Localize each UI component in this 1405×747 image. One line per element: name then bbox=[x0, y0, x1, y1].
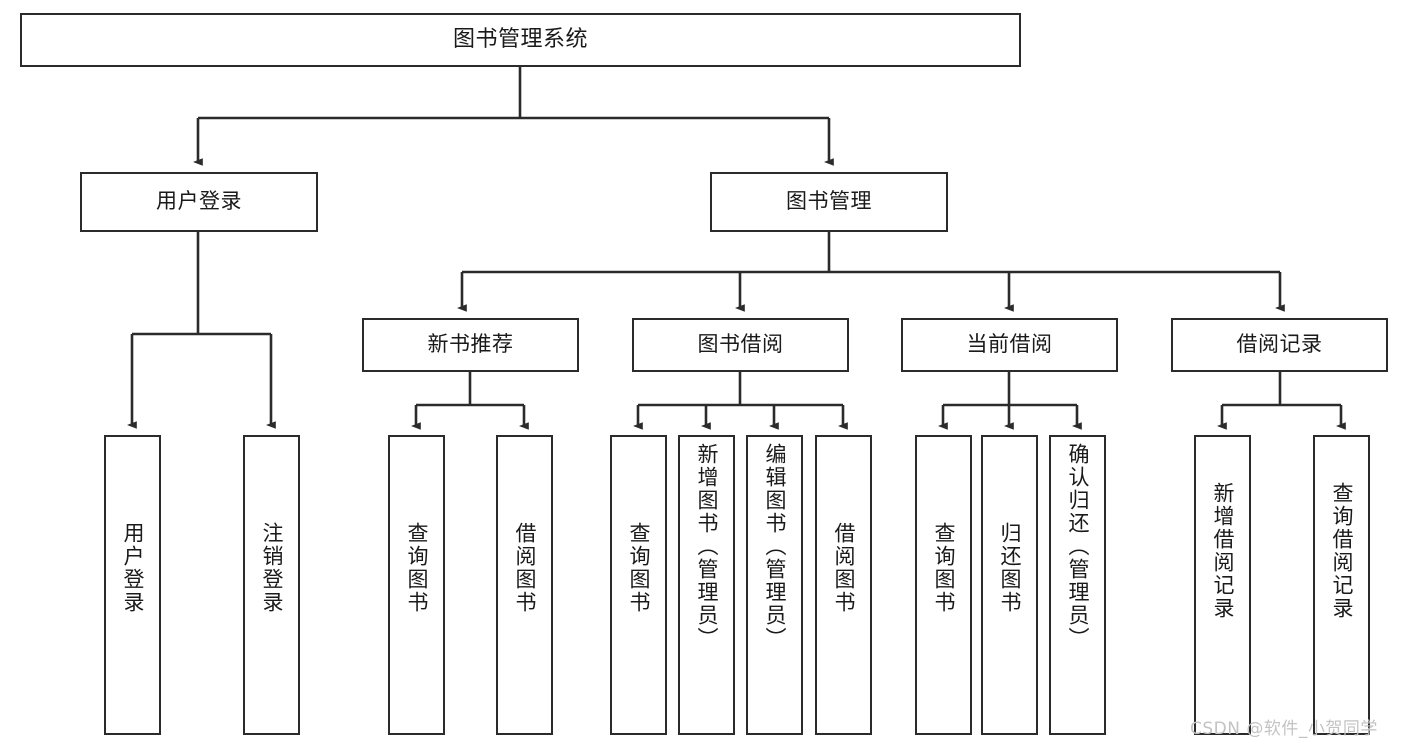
node-label: 借阅图书 bbox=[513, 522, 537, 614]
leaf-add-book-admin[interactable]: 新增图书（管理员） bbox=[678, 435, 735, 735]
leaf-query-borrow-record[interactable]: 查询借阅记录 bbox=[1313, 435, 1370, 735]
node-label: 查询借阅记录 bbox=[1330, 482, 1354, 620]
node-new-book-recommend[interactable]: 新书推荐 bbox=[362, 318, 579, 372]
node-label: 注销登录 bbox=[260, 522, 284, 614]
node-label: 当前借阅 bbox=[966, 332, 1053, 357]
node-label: 新书推荐 bbox=[427, 332, 514, 357]
node-label: 借阅记录 bbox=[1236, 332, 1323, 357]
leaf-query-book-borrow[interactable]: 查询图书 bbox=[610, 435, 667, 735]
leaf-edit-book-admin[interactable]: 编辑图书（管理员） bbox=[746, 435, 803, 735]
node-label: 图书管理 bbox=[786, 189, 872, 214]
node-label: 图书管理系统 bbox=[452, 26, 588, 52]
node-root-system[interactable]: 图书管理系统 bbox=[20, 13, 1021, 67]
node-label: 借阅图书 bbox=[832, 522, 856, 614]
leaf-logout[interactable]: 注销登录 bbox=[243, 435, 300, 735]
node-current-borrow[interactable]: 当前借阅 bbox=[901, 318, 1118, 372]
node-label: 确认归还（管理员） bbox=[1066, 443, 1090, 650]
node-label: 查询图书 bbox=[932, 522, 956, 614]
node-label: 查询图书 bbox=[405, 522, 429, 614]
node-label: 用户登录 bbox=[156, 189, 242, 214]
node-book-management[interactable]: 图书管理 bbox=[710, 172, 948, 232]
leaf-confirm-return-admin[interactable]: 确认归还（管理员） bbox=[1049, 435, 1106, 735]
leaf-user-login[interactable]: 用户登录 bbox=[104, 435, 161, 735]
node-user-login[interactable]: 用户登录 bbox=[80, 172, 318, 232]
csdn-watermark: CSDN @软件_小贺同学 bbox=[1190, 719, 1378, 739]
node-label: 归还图书 bbox=[998, 522, 1022, 614]
leaf-add-borrow-record[interactable]: 新增借阅记录 bbox=[1194, 435, 1251, 735]
leaf-return-book[interactable]: 归还图书 bbox=[981, 435, 1038, 735]
node-label: 用户登录 bbox=[121, 522, 145, 614]
leaf-query-book-current[interactable]: 查询图书 bbox=[915, 435, 972, 735]
leaf-borrow-book[interactable]: 借阅图书 bbox=[815, 435, 872, 735]
leaf-borrow-book-new[interactable]: 借阅图书 bbox=[496, 435, 553, 735]
leaf-query-book-new[interactable]: 查询图书 bbox=[388, 435, 445, 735]
node-label: 编辑图书（管理员） bbox=[763, 443, 787, 650]
node-label: 图书借阅 bbox=[697, 332, 784, 357]
node-label: 查询图书 bbox=[627, 522, 651, 614]
node-borrow-record[interactable]: 借阅记录 bbox=[1171, 318, 1388, 372]
node-label: 新增借阅记录 bbox=[1211, 482, 1235, 620]
node-label: 新增图书（管理员） bbox=[695, 443, 719, 650]
node-book-borrow[interactable]: 图书借阅 bbox=[632, 318, 849, 372]
